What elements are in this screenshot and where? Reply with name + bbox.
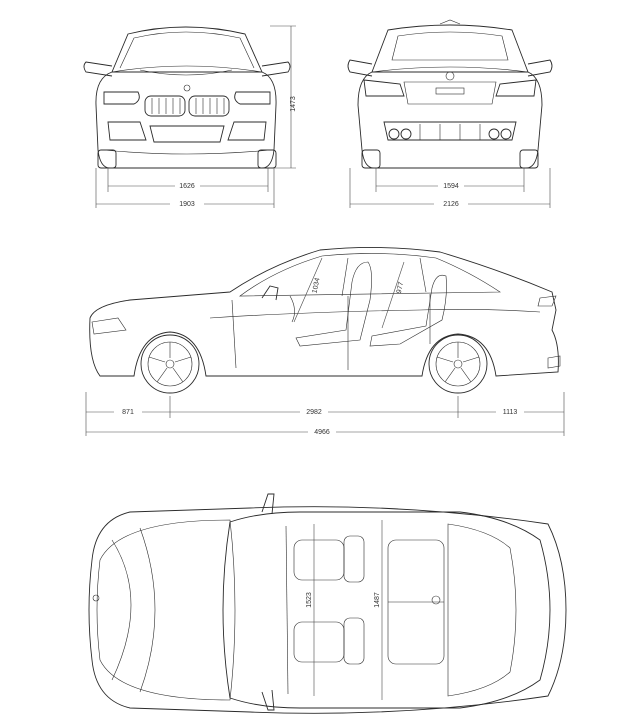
dim-rear-headroom: 977 (396, 281, 405, 294)
front-wheel-icon (140, 334, 200, 394)
rear-wheel-icon (428, 334, 488, 394)
side-view: 1034 977 871 (85, 246, 565, 436)
hood-badge-icon (92, 594, 100, 602)
dim-shoulder-width: 1487 (374, 592, 381, 608)
top-view: 1523 1487 (88, 493, 567, 714)
dim-front-overhang: 871 (122, 409, 134, 416)
dim-front-track: 1626 (179, 183, 195, 190)
exhaust-tip-icon (388, 128, 400, 140)
dim-overall-length: 4966 (314, 429, 330, 436)
exhaust-tip-icon (400, 128, 412, 140)
dim-front-seat-width: 1523 (306, 592, 313, 608)
dim-height: 1473 (290, 96, 297, 112)
dim-rear-track: 1594 (443, 183, 459, 190)
dim-wheelbase: 2982 (306, 409, 322, 416)
rear-badge-icon (445, 71, 455, 81)
front-view: 1473 1626 1903 (83, 25, 297, 208)
exhaust-tip-icon (500, 128, 512, 140)
dim-rear-overhang: 1113 (503, 409, 518, 416)
dim-front-headroom: 1034 (311, 277, 321, 294)
dim-front-width: 1903 (179, 201, 195, 208)
rear-view: 1594 2126 (347, 19, 553, 208)
dim-rear-width: 2126 (443, 201, 459, 208)
brand-badge-icon (183, 84, 191, 92)
exhaust-tip-icon (488, 128, 500, 140)
